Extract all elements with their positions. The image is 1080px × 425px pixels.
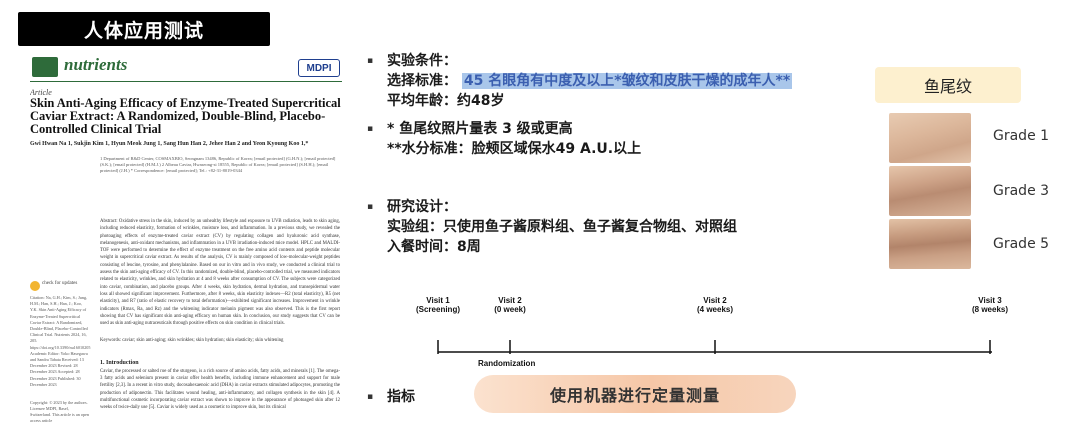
intro-text: Caviar, the processed or salted roe of t…: [100, 369, 340, 411]
paper-keywords: Keywords: caviar; skin anti-aging; skin …: [100, 338, 284, 343]
bullet-marker: ▪: [367, 56, 374, 66]
skin-photo-grade-3: [889, 166, 971, 216]
visit-1-time: (Screening): [415, 305, 460, 314]
average-age: 平均年龄：约48岁: [387, 93, 505, 109]
visit-4-name: Visit 3: [978, 296, 1002, 305]
check-updates-label: check for updates: [42, 281, 78, 286]
journal-divider: [30, 81, 342, 82]
visit-3-label: Visit 2 (4 weeks): [679, 296, 751, 314]
paper-abstract: Abstract: Oxidative stress in the skin, …: [100, 219, 340, 327]
design-title: 研究设计：: [387, 199, 457, 215]
selection-criteria-label: 选择标准：: [387, 73, 457, 89]
intake-period: 入餐时间：8周: [387, 239, 481, 255]
conditions-title: 实验条件：: [387, 53, 457, 69]
bullet-marker: ▪: [367, 202, 374, 212]
visit-1-name: Visit 1: [426, 296, 450, 305]
skin-photo-grade-5: [889, 219, 971, 269]
paper-authors: Gwi Hwan Na 1, Sukjin Kim 1, Hyun Meok J…: [30, 141, 309, 147]
article-type: Article: [30, 88, 52, 97]
selection-criteria-highlight: 45 名眼角有中度及以上*皱纹和皮肤干燥的成年人**: [461, 73, 793, 89]
wrinkle-criteria: * 鱼尾纹照片量表 3 级或更高: [387, 121, 573, 137]
section-title-banner: 人体应用测试: [18, 12, 270, 46]
visit-1-label: Visit 1 (Screening): [402, 296, 474, 314]
visit-3-time: (4 weeks): [696, 305, 734, 314]
crows-feet-label: 鱼尾纹: [875, 67, 1021, 103]
measurement-method-box: 使用机器进行定量测量: [474, 375, 796, 413]
selection-criteria: 选择标准： 45 名眼角有中度及以上*皱纹和皮肤干燥的成年人**: [387, 72, 793, 90]
journal-name: nutrients: [64, 55, 128, 74]
bullet-marker: ▪: [367, 124, 374, 134]
bullet-marker: ▪: [367, 392, 374, 402]
visit-2-time: (0 week): [494, 305, 526, 314]
check-updates-icon: [30, 281, 40, 291]
moisture-criteria: **水分标准：脸颊区域保水49 A.U.以上: [387, 141, 642, 157]
visit-2-label: Visit 2 (0 week): [474, 296, 546, 314]
journal-logo-icon: [32, 57, 58, 77]
copyright-text: Copyright: © 2023 by the authors. Licens…: [30, 400, 89, 423]
grade-5-label: Grade 5: [993, 236, 1050, 252]
indicator-label: 指标: [387, 389, 415, 405]
grade-3-label: Grade 3: [993, 183, 1050, 199]
visit-4-time: (8 weeks): [971, 305, 1009, 314]
paper-title: Skin Anti-Aging Efficacy of Enzyme-Treat…: [30, 96, 341, 136]
grade-1-label: Grade 1: [993, 128, 1050, 144]
publisher-logo: MDPI: [298, 59, 340, 77]
timeline-axis: [437, 340, 992, 354]
intro-heading: 1. Introduction: [100, 360, 139, 366]
paper-citation-info: Citation: Na, G.H.; Kim, S.; Jung, H.M.;…: [30, 295, 91, 387]
visit-3-name: Visit 2: [703, 296, 727, 305]
paper-thumbnail: nutrients MDPI Article Skin Anti-Aging E…: [30, 55, 342, 425]
visit-4-label: Visit 3 (8 weeks): [954, 296, 1026, 314]
visit-2-name: Visit 2: [498, 296, 522, 305]
skin-photo-grade-1: [889, 113, 971, 163]
randomization-label: Randomization: [478, 359, 536, 368]
experiment-groups: 实验组：只使用鱼子酱原料组、鱼子酱复合物组、对照组: [387, 219, 737, 235]
paper-affiliations: 1 Department of R&D Center, COSMAXBIO, S…: [100, 156, 336, 173]
